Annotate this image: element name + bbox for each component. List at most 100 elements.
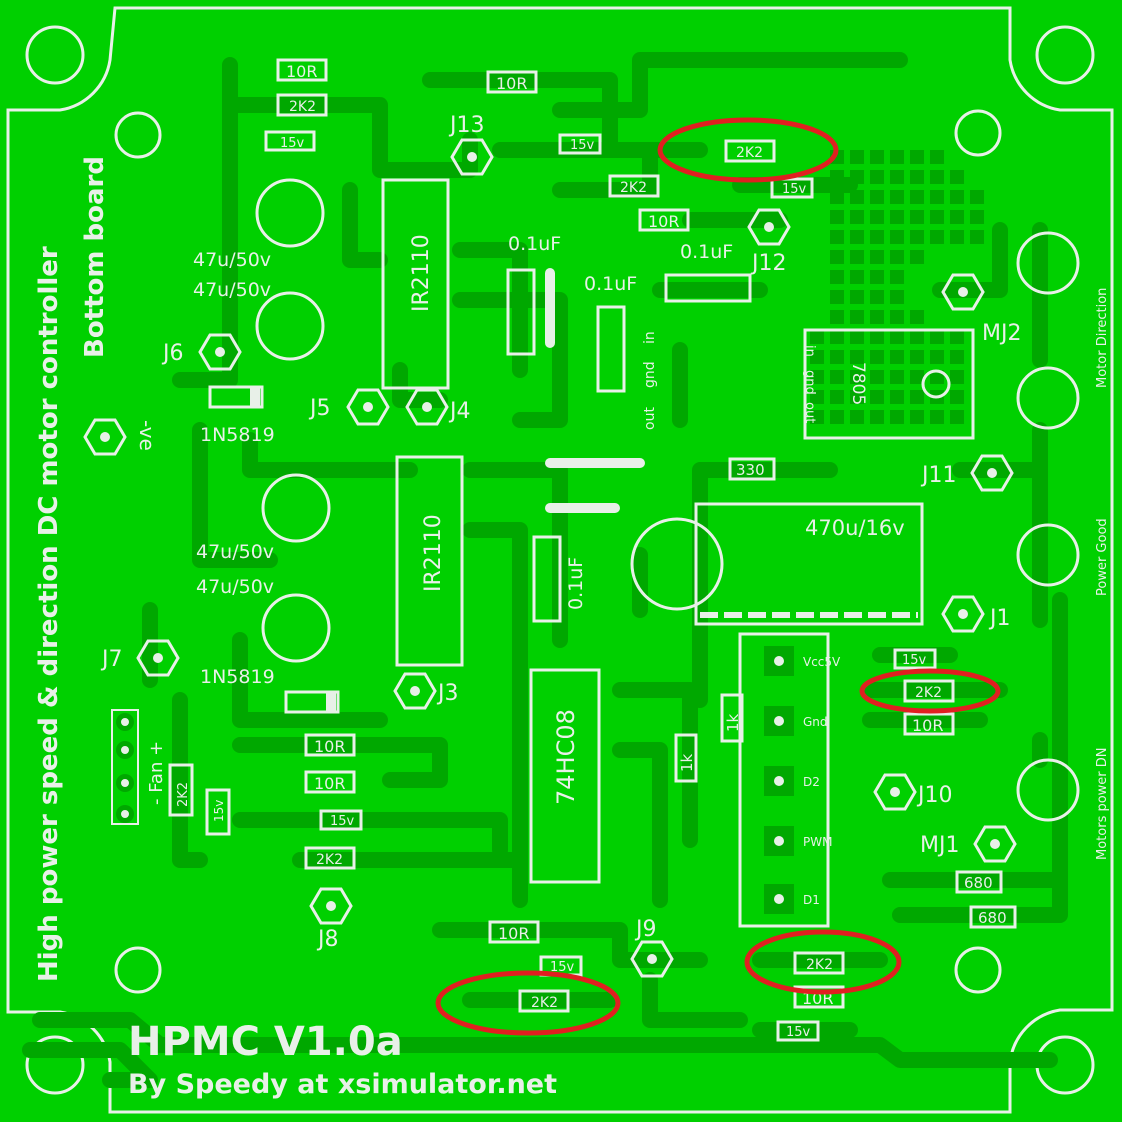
diode-d2-outline	[284, 690, 340, 714]
mount-hole-2	[114, 111, 162, 159]
reg-pin-out-mirror: out	[802, 402, 817, 423]
label-J8: J8	[316, 927, 339, 952]
ic-u3-outline	[529, 668, 601, 884]
cap-01c-outline	[664, 273, 752, 303]
cap-47a-outline	[255, 178, 325, 248]
label-J1: J1	[988, 606, 1011, 631]
cap-47d-outline	[261, 593, 331, 663]
resistor-group: 10R 2K2 15v 10R 15v 2K2 2K2 15v 10R 330 …	[168, 58, 1017, 1042]
z-15v-2: 15v	[570, 138, 595, 153]
ic-u2-label: IR2110	[421, 514, 446, 592]
reg-pin-gnd-mirror: gnd	[802, 370, 817, 395]
led-motor-direction-2	[1016, 366, 1080, 430]
right-label-power-good: Power Good	[1095, 518, 1110, 596]
r-680-2: 680	[978, 909, 1007, 927]
cap-47c-label: 47u/50v	[196, 541, 274, 563]
header-pin-gnd: Gnd	[803, 715, 828, 729]
header-pads	[764, 646, 794, 914]
led-motors-power	[1016, 758, 1080, 822]
copper-traces	[22, 52, 1068, 1088]
label-J3: J3	[436, 681, 459, 706]
z-15v-4: 15v	[902, 653, 927, 668]
cap-47b-label: 47u/50v	[193, 279, 271, 301]
mount-hole-tr	[1035, 25, 1095, 85]
diode-d2-label: 1N5819	[200, 666, 275, 688]
diode-d1-label: 1N5819	[200, 424, 275, 446]
regulator-hole	[921, 369, 951, 399]
r-10r-2: 10R	[496, 74, 527, 93]
label-J12: J12	[750, 251, 786, 276]
r-680-1: 680	[964, 874, 993, 892]
r-2k2-2: 2K2	[620, 180, 647, 196]
connector-pads	[83, 138, 1017, 978]
label-J11: J11	[920, 463, 956, 488]
ic-u2-outline	[395, 455, 464, 667]
highlight-r2k2-bottom-left	[435, 970, 621, 1036]
mount-hole-5	[954, 946, 1002, 994]
led-power-good	[1016, 523, 1080, 587]
cap-47b-outline	[255, 291, 325, 361]
ic-u1-label: IR2110	[409, 234, 434, 312]
board-title: HPMC V1.0a	[128, 1019, 403, 1065]
cap-01b-label: 0.1uF	[584, 273, 637, 295]
regulator-label: 7805	[848, 362, 868, 405]
cap-47c-outline	[261, 473, 331, 543]
r-1k-b: 1k	[724, 713, 742, 732]
z-15v-7: 15v	[786, 1025, 811, 1040]
mount-hole-4	[114, 946, 162, 994]
reg-pin-in-mirror: in	[802, 345, 817, 357]
cap-01c-label: 0.1uF	[680, 241, 733, 263]
cap-470-round	[630, 517, 724, 611]
reg-pin-out: out	[642, 407, 658, 430]
led-motor-direction-1	[1016, 231, 1080, 295]
header-pin-vcc: Vcc5V	[803, 655, 841, 669]
cap-01d-label: 0.1uF	[565, 557, 587, 610]
right-label-motors-power: Motors power DN	[1095, 747, 1110, 860]
ic-u3-label: 74HC08	[552, 709, 580, 805]
r-10r-5: 10R	[314, 737, 345, 756]
highlight-r2k2-bottom-right	[744, 929, 902, 995]
label-J6: J6	[161, 341, 184, 366]
cap-470-outline	[694, 502, 924, 626]
r-2k2-hl2: 2K2	[915, 685, 942, 701]
r-330: 330	[736, 461, 765, 479]
label-J9: J9	[634, 917, 657, 942]
r-10r-4: 10R	[912, 716, 943, 735]
z-15v-5: 15v	[330, 814, 355, 829]
diode-d1-outline	[208, 385, 264, 409]
side-label: Bottom board	[80, 156, 110, 358]
r-2k2-hl4: 2K2	[806, 957, 833, 973]
heatsink-grid	[810, 150, 984, 424]
highlight-r2k2-top	[657, 117, 839, 183]
vertical-title: High power speed & direction DC motor co…	[34, 246, 64, 982]
cap-01a-label: 0.1uF	[508, 233, 561, 255]
cap-470-label: 470u/16v	[805, 516, 905, 540]
r-2k2-1: 2K2	[289, 99, 316, 115]
reg-pin-in: in	[642, 331, 658, 344]
r-2k2-fan: 2K2	[176, 782, 191, 807]
mount-hole-3	[954, 109, 1002, 157]
cap-01a-outline	[506, 268, 536, 356]
label-MJ2: MJ2	[982, 321, 1021, 346]
z-15v-6: 15v	[550, 960, 575, 975]
ground-label: -ve	[135, 420, 159, 451]
mount-hole-bl	[25, 1035, 85, 1095]
r-10r-7: 10R	[498, 924, 529, 943]
regulator-outline	[803, 328, 975, 440]
r-10r-6: 10R	[314, 774, 345, 793]
label-J10: J10	[916, 783, 952, 808]
r-10r-3: 10R	[648, 212, 679, 231]
r-2k2-3: 2K2	[316, 852, 343, 868]
ic-u1-outline	[381, 178, 450, 390]
label-J5: J5	[308, 396, 331, 421]
header-pin-d2: D2	[803, 775, 820, 789]
r-1k-a: 1k	[678, 753, 696, 772]
reg-pin-gnd: gnd	[642, 361, 658, 388]
z-15v-fan: 15v	[212, 800, 226, 822]
r-10r-1: 10R	[286, 62, 317, 81]
label-J13: J13	[448, 113, 484, 138]
r-2k2-hl1: 2K2	[736, 145, 763, 161]
header-outline	[738, 632, 830, 928]
z-15v-3: 15v	[782, 182, 807, 197]
